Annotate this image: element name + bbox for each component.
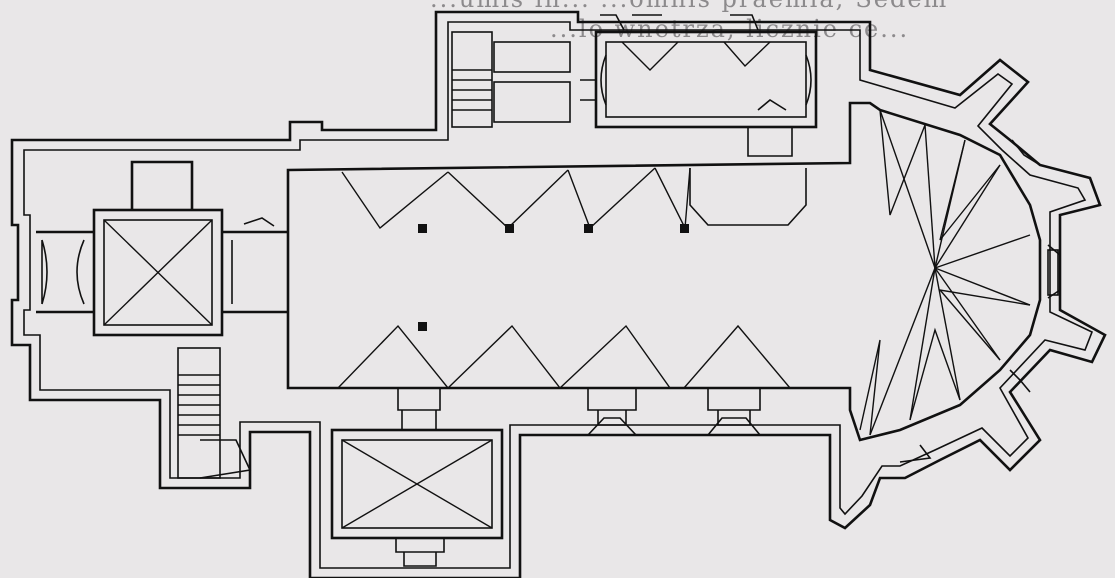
apse-buttresses (899, 139, 1061, 463)
north-small-chapel (747, 99, 793, 157)
tower-nave-link (222, 217, 288, 314)
tower-north-projection (130, 160, 194, 210)
outer-wall-outline (10, 10, 1107, 578)
west-entrance (36, 230, 94, 314)
south-chapel (330, 388, 504, 567)
nave-vault-ribs-south (337, 324, 791, 389)
apse-vault-ribs (859, 109, 1031, 436)
nave-vault-ribs-north (341, 167, 807, 231)
bleed-through-line-2: ...lo wnetrza, licznie ce... (550, 15, 910, 43)
tower-inner (103, 219, 213, 326)
nave-piers (418, 224, 689, 331)
tower-vault-cross (103, 219, 213, 326)
nave-outline (286, 101, 1042, 442)
north-stair (451, 31, 571, 128)
bleed-through-text: ...umis in... ...omnis praemia; Sedem ..… (430, 0, 1115, 44)
north-sacristy (580, 14, 818, 129)
inner-wall-outline (23, 21, 1094, 569)
west-stair (177, 347, 252, 479)
tower-outline (92, 208, 224, 337)
south-bays (587, 388, 761, 436)
bleed-through-line-1: ...umis in... ...omnis praemia; Sedem (430, 0, 948, 13)
